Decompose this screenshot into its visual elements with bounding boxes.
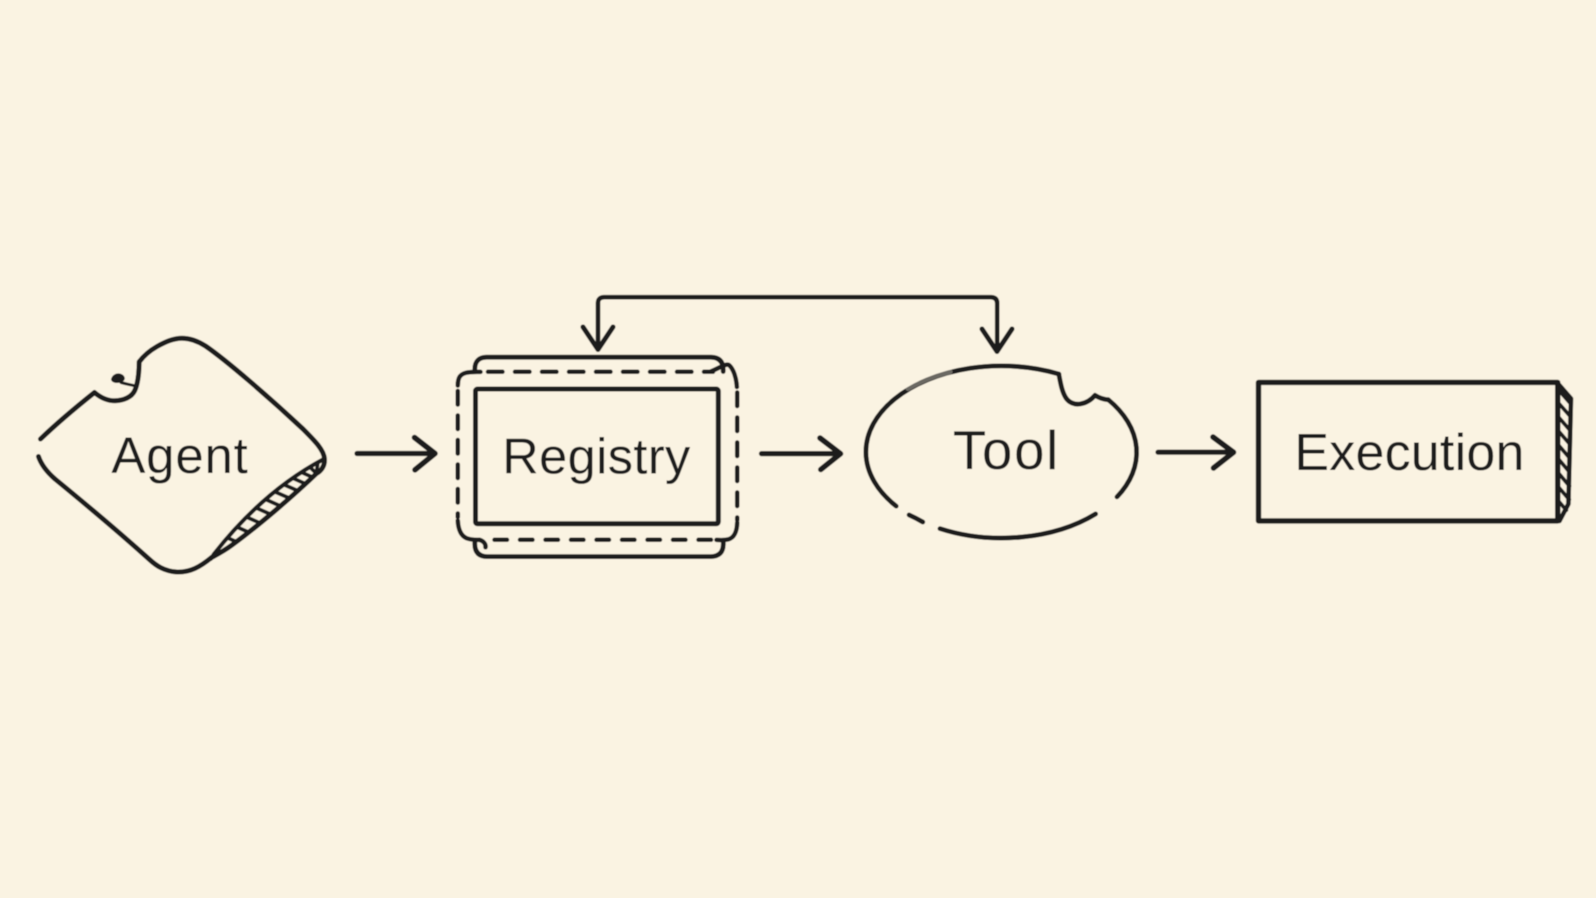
svg-text:Agent: Agent <box>111 427 248 484</box>
svg-text:Registry: Registry <box>502 428 691 485</box>
svg-text:Tool: Tool <box>953 420 1060 481</box>
svg-text:Execution: Execution <box>1294 424 1524 482</box>
